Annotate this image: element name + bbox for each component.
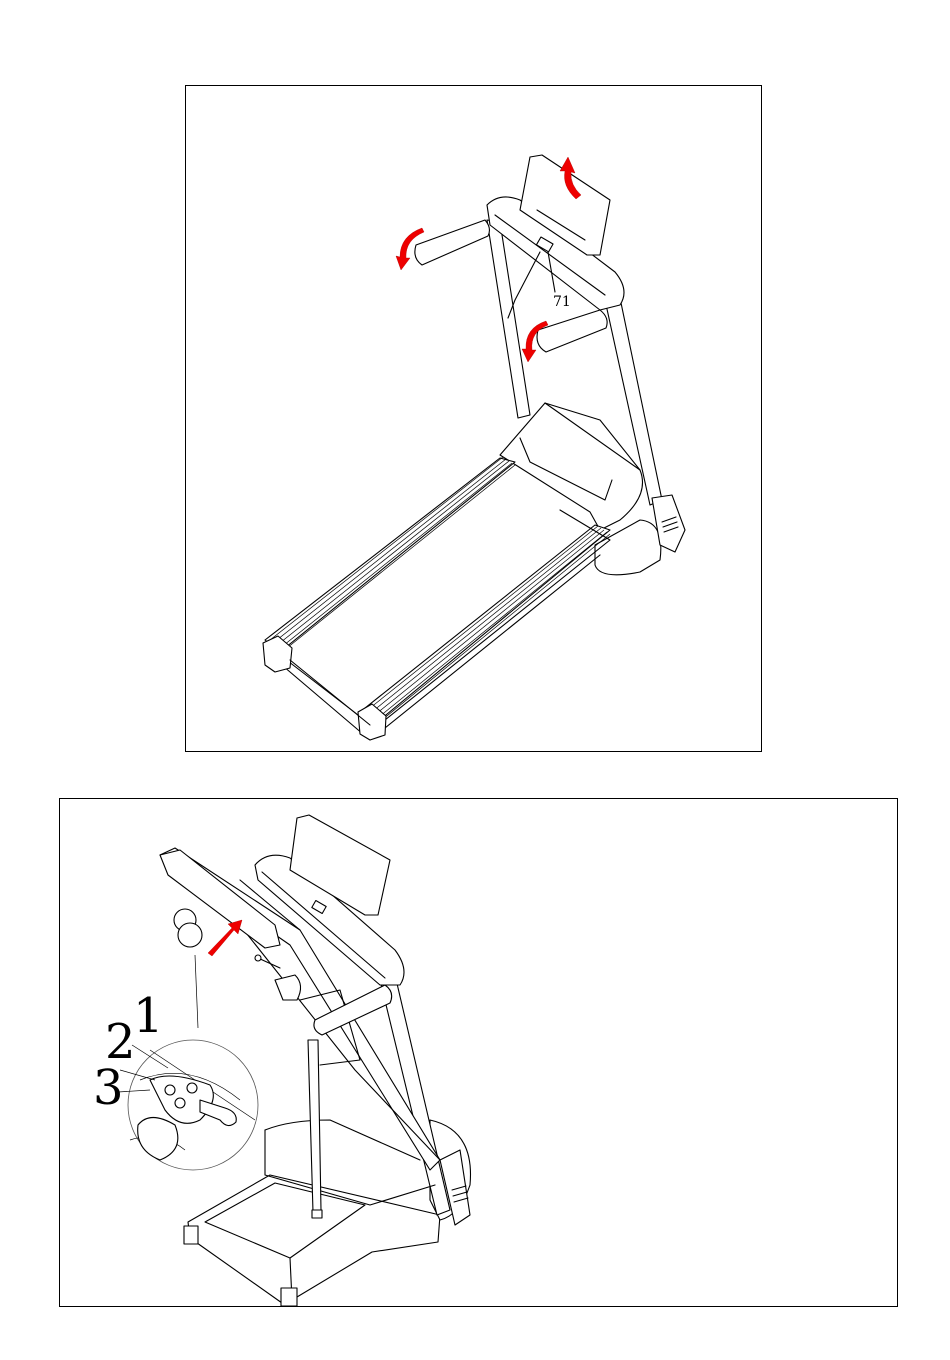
callout-71: 71 [553, 294, 571, 310]
treadmill-unfolded [263, 155, 685, 740]
figure-bottom-panel [59, 798, 898, 1307]
right-handrail [537, 310, 607, 352]
left-handrail [415, 220, 490, 265]
